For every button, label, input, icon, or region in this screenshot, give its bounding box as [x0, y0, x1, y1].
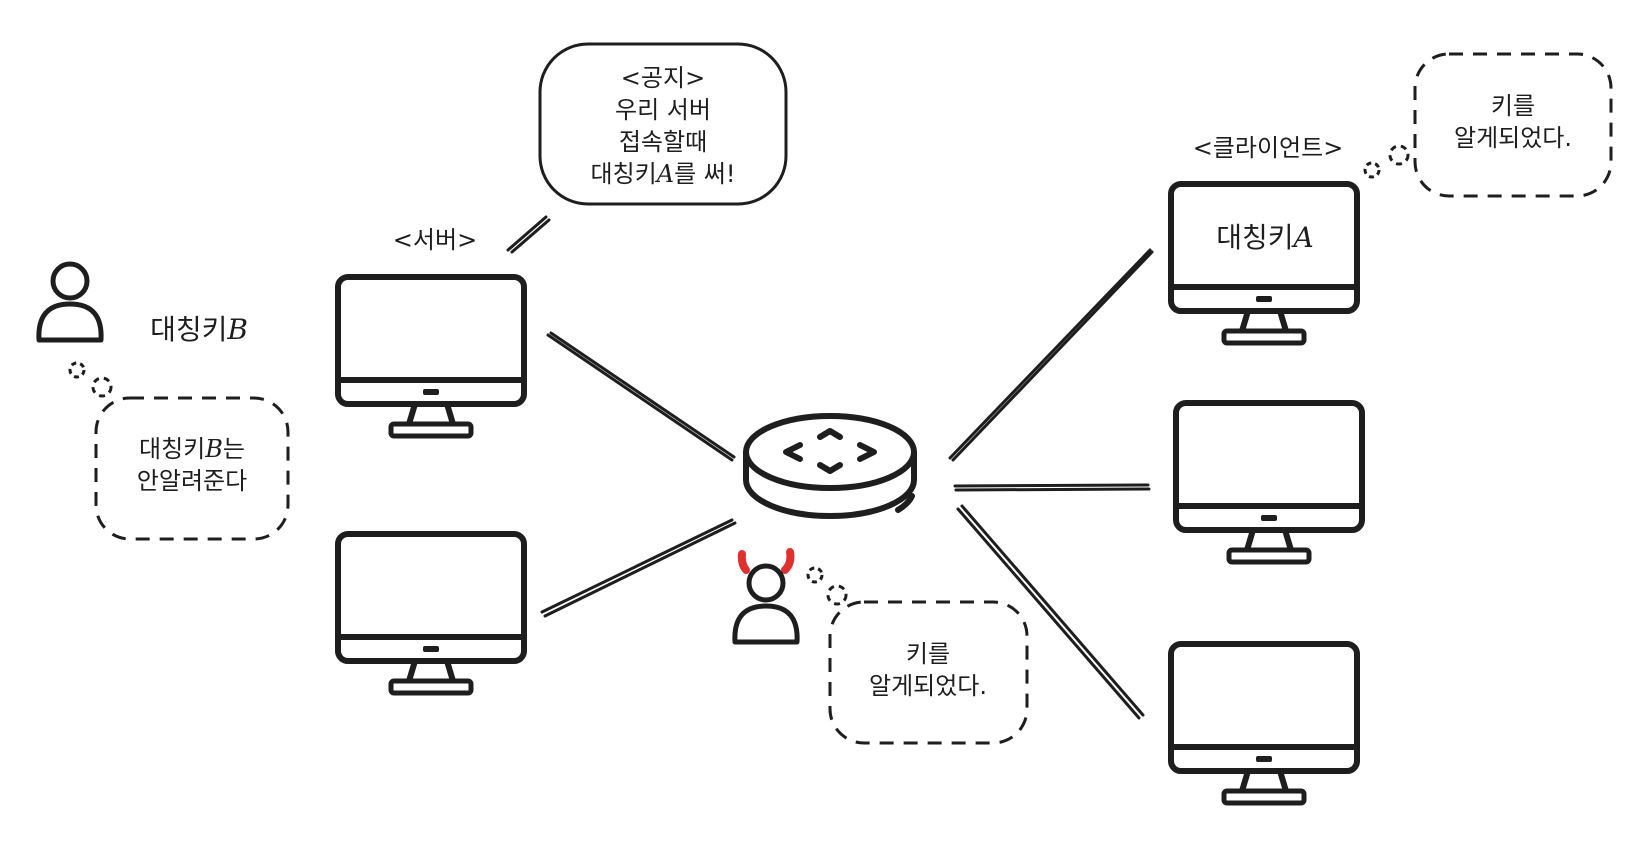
attacker-bubble-line-2: 알게되었다. [868, 672, 988, 700]
owner-bubble-line-2: 안알려준다 [136, 467, 248, 495]
monitor-icon [338, 534, 524, 693]
owner-thought-bubble [68, 361, 290, 541]
link-router-client-middle [953, 483, 1151, 492]
link-router-client-top [948, 248, 1154, 462]
owner-key-label: 대칭키B [134, 314, 264, 346]
client-top-monitor [1171, 184, 1357, 343]
owner-bubble-line-1-letter: B [205, 435, 223, 463]
owner-bubble-text: 대칭키B는 안알려준다 [110, 433, 274, 497]
client-bubble-text: 키를 알게되었다. [1425, 90, 1601, 154]
monitor-icon [1171, 644, 1357, 803]
attacker-devil-user-icon [732, 548, 800, 645]
owner-key-prefix: 대칭키 [150, 313, 228, 346]
owner-key-letter: B [227, 313, 248, 346]
client-middle-monitor [1176, 403, 1362, 562]
notice-line-4: 대칭키A를 써! [560, 158, 766, 190]
owner-bubble-line-1: 대칭키B는 [110, 433, 274, 465]
owner-bubble-line-1-prefix: 대칭키 [139, 435, 206, 463]
monitor-icon [338, 277, 524, 436]
client-thought-bubble [1363, 52, 1613, 198]
server-top-monitor [338, 277, 524, 436]
notice-bubble-text: <공지> 우리 서버 접속할때 대칭키A를 써! [560, 62, 766, 190]
notice-bubble-pointer [506, 215, 551, 254]
link-server-top-router [546, 331, 736, 462]
client-bubble-line-1: 키를 [1490, 92, 1536, 120]
notice-bubble [538, 42, 788, 206]
attacker-bubble-text: 키를 알게되었다. [840, 638, 1016, 702]
link-server-bottom-router [540, 518, 737, 618]
notice-line-4-prefix: 대칭키 [590, 160, 657, 188]
client-screen-key-label: 대칭키A [1190, 222, 1340, 254]
owner-bubble-line-1-suffix: 는 [222, 435, 245, 463]
client-label: <클라이언트> [1192, 134, 1344, 162]
client-screen-key-letter: A [1293, 221, 1314, 254]
server-label: <서버> [392, 226, 478, 254]
notice-line-4-suffix: 를 써! [674, 160, 736, 188]
server-bottom-monitor [338, 534, 524, 693]
connection-lines [506, 215, 1154, 720]
router-icon [743, 413, 917, 519]
monitor-icon [1176, 403, 1362, 562]
monitor-icon [1171, 184, 1357, 343]
attacker-thought-bubble [806, 566, 1029, 745]
notice-line-3: 접속할때 [618, 128, 708, 156]
owner-user-icon [36, 261, 104, 343]
client-screen-key-prefix: 대칭키 [1216, 221, 1294, 254]
attacker-bubble-line-1: 키를 [905, 640, 951, 668]
notice-line-4-letter: A [656, 160, 675, 188]
client-bubble-line-2: 알게되었다. [1453, 124, 1573, 152]
client-bottom-monitor [1171, 644, 1357, 803]
notice-line-2: 우리 서버 [615, 96, 711, 124]
link-router-client-bottom [956, 504, 1145, 720]
notice-line-1: <공지> [620, 64, 706, 92]
